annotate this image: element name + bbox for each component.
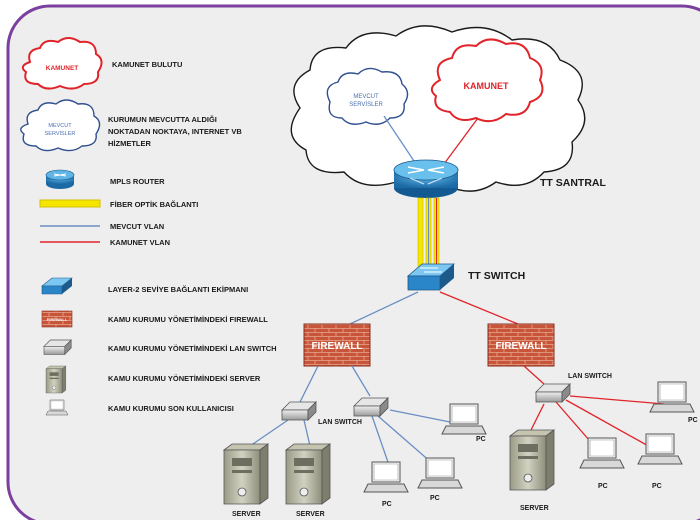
legend-existing-label-line-1: KURUMUN MEVCUTTA ALDIĞI xyxy=(108,115,217,124)
legend-kamunet-cloud-icon: KAMUNET xyxy=(21,37,103,90)
pc-4-label: PC xyxy=(688,417,698,424)
server-2 xyxy=(285,443,331,505)
switch-to-firewall-1 xyxy=(349,291,419,325)
lan-switch-left-2 xyxy=(353,397,389,417)
legend-kamunet-vlan-label: KAMUNET VLAN xyxy=(110,238,170,247)
mpls-router-icon xyxy=(393,159,459,198)
legend-existing-label-line-2: NOKTADAN NOKTAYA, INTERNET VB xyxy=(108,127,242,136)
fiber-link xyxy=(417,197,440,269)
legend-kamunet-cloud-text: KAMUNET xyxy=(46,65,79,72)
legend-existing-label-line-3: HİZMETLER xyxy=(108,139,151,148)
lan-switch-right-label: LAN SWITCH xyxy=(568,373,612,380)
server-1 xyxy=(223,443,269,505)
lan-switch-left-1 xyxy=(281,401,317,421)
firewall-1: FIREWALL xyxy=(303,323,371,367)
pc-2-label: PC xyxy=(382,501,392,508)
legend-existing-vlan-label: MEVCUT VLAN xyxy=(110,222,164,231)
server-3 xyxy=(509,429,555,491)
legend-router-icon xyxy=(45,169,75,189)
server-1-label: SERVER xyxy=(232,511,261,518)
legend-existing-cloud-text-1: MEVCUT xyxy=(48,123,72,129)
legend-fiber-label: FİBER OPTİK BAĞLANTI xyxy=(110,200,198,209)
legend-firewall-label: KAMU KURUMU YÖNETİMİNDEKİ FIREWALL xyxy=(108,315,268,324)
legend-firewall-icon: FIREWALL xyxy=(41,310,73,328)
pc-5-label: PC xyxy=(598,483,608,490)
kamunet-vlan-link xyxy=(443,117,479,165)
kamunet-cloud: KAMUNET xyxy=(430,38,544,123)
legend: KAMUNET KAMUNET BULUTU MEVCUT SERVİSLER … xyxy=(20,37,277,416)
existing-services-cloud: MEVCUT SERVİSLER xyxy=(326,67,409,125)
firewall-2-text: FIREWALL xyxy=(495,341,546,352)
server-2-label: SERVER xyxy=(296,511,325,518)
lan-switch-right xyxy=(535,383,571,403)
legend-lan-switch-label: KAMU KURUMU YÖNETİMİNDEKİ LAN SWITCH xyxy=(108,344,277,353)
switch-to-firewall-2 xyxy=(439,291,519,325)
legend-layer2-switch-icon xyxy=(41,277,73,295)
pc-1-label: PC xyxy=(476,436,486,443)
legend-user-label: KAMU KURUMU SON KULLANICISI xyxy=(108,404,234,413)
firewall-1-text: FIREWALL xyxy=(311,341,362,352)
legend-router-label: MPLS ROUTER xyxy=(110,177,165,186)
pc-3-label: PC xyxy=(430,495,440,502)
legend-server-icon xyxy=(45,365,67,394)
server-3-label: SERVER xyxy=(520,505,549,512)
svg-text:FIREWALL: FIREWALL xyxy=(47,317,68,322)
firewall-2: FIREWALL xyxy=(487,323,555,367)
lan-switch-left-label: LAN SWITCH xyxy=(318,419,362,426)
legend-kamunet-cloud-label: KAMUNET BULUTU xyxy=(112,60,182,69)
legend-server-label: KAMU KURUMU YÖNETİMİNDEKİ SERVER xyxy=(108,374,261,383)
legend-existing-cloud-icon: MEVCUT SERVİSLER xyxy=(20,99,101,152)
existing-cloud-text-2: SERVİSLER xyxy=(349,101,383,108)
kamunet-cloud-text: KAMUNET xyxy=(464,81,509,91)
legend-lan-switch-icon xyxy=(43,339,72,355)
legend-layer2-label: LAYER-2 SEVİYE BAĞLANTI EKİPMANI xyxy=(108,285,248,294)
existing-cloud-text-1: MEVCUT xyxy=(353,94,379,100)
existing-vlan-link xyxy=(383,115,417,165)
pc-6-label: PC xyxy=(652,483,662,490)
tt-switch-icon xyxy=(406,263,456,291)
tt-santral-label: TT SANTRAL xyxy=(540,177,606,189)
legend-existing-cloud-text-2: SERVİSLER xyxy=(45,130,76,137)
legend-fiber-line xyxy=(39,199,101,208)
tt-switch-label: TT SWITCH xyxy=(468,270,525,282)
